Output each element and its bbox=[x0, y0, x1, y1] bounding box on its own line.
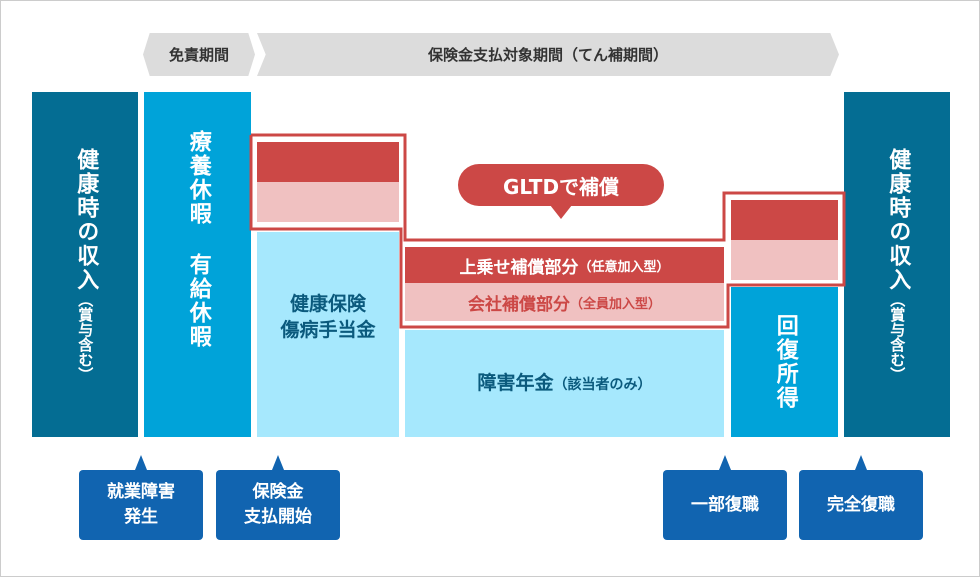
disability-pension-column: 障害年金（該当者のみ） bbox=[405, 330, 724, 437]
payment-period-label: 保険金支払対象期間（てん補期間） bbox=[427, 46, 668, 64]
sickness-allowance-line2: 傷病手当金 bbox=[280, 318, 376, 341]
gltd-company-sub: （全員加入型） bbox=[569, 296, 661, 312]
healthy-income-right-sub: （賞与含む） bbox=[888, 291, 907, 382]
healthy-income-right-column: 健康時の収入（賞与含む） bbox=[844, 92, 950, 437]
healthy-income-right-main: 健康時の収入 bbox=[885, 147, 911, 292]
marker-full-return: 完全復職 bbox=[799, 455, 923, 540]
healthy-income-left-column: 健康時の収入（賞与含む） bbox=[32, 92, 138, 437]
healthy-income-left-text: 健康時の収入（賞与含む） bbox=[72, 148, 98, 382]
recovery-income-label: 回復所得 bbox=[772, 314, 798, 410]
gltd-topup-block-1 bbox=[257, 142, 399, 182]
marker-partial-return: 一部復職 bbox=[663, 455, 787, 540]
marker-payment-start-label: 保険金 支払開始 bbox=[244, 482, 312, 527]
sickness-allowance-line1: 健康保険 bbox=[289, 293, 366, 315]
gltd-topup-sub: （任意加入型） bbox=[578, 259, 670, 275]
exemption-period-label: 免責期間 bbox=[168, 46, 229, 64]
sickness-allowance-column: 健康保険 傷病手当金 bbox=[257, 232, 399, 437]
marker-payment-start: 保険金 支払開始 bbox=[216, 455, 340, 540]
gltd-bubble-label: GLTDで補償 bbox=[502, 174, 620, 199]
gltd-company-main: 会社補償部分 bbox=[467, 294, 570, 315]
healthy-income-right-text: 健康時の収入（賞与含む） bbox=[884, 148, 910, 382]
gltd-outline-path bbox=[249, 133, 846, 329]
disability-pension-main: 障害年金 bbox=[477, 371, 554, 394]
payment-period-banner: 保険金支払対象期間（てん補期間） bbox=[257, 33, 839, 76]
paid-leave-label: 有給休暇 bbox=[185, 253, 211, 349]
gltd-topup-band: 上乗せ補償部分（任意加入型） bbox=[405, 247, 724, 283]
leave-text: 療養休暇 有給休暇 bbox=[184, 130, 211, 349]
marker-full-return-label: 完全復職 bbox=[827, 494, 895, 515]
gltd-topup-main: 上乗せ補償部分 bbox=[459, 257, 579, 278]
healthy-income-left-main: 健康時の収入 bbox=[73, 147, 99, 292]
gltd-company-block-1 bbox=[257, 182, 399, 222]
sickness-allowance-text: 健康保険 傷病手当金 bbox=[280, 292, 375, 343]
leave-column: 療養休暇 有給休暇 bbox=[144, 92, 251, 437]
gltd-company-block-3 bbox=[731, 240, 838, 280]
healthy-income-left-sub: （賞与含む） bbox=[76, 291, 95, 382]
marker-disability-onset: 就業障害 発生 bbox=[79, 455, 203, 540]
marker-partial-return-label: 一部復職 bbox=[691, 494, 759, 515]
medical-leave-label: 療養休暇 bbox=[185, 130, 211, 226]
gltd-topup-block-3 bbox=[731, 200, 838, 240]
exemption-period-banner: 免責期間 bbox=[143, 33, 255, 76]
disability-pension-text: 障害年金（該当者のみ） bbox=[477, 368, 651, 395]
gltd-company-band: 会社補償部分（全員加入型） bbox=[405, 283, 724, 321]
disability-pension-sub: （該当者のみ） bbox=[553, 376, 652, 393]
recovery-income-column: 回復所得 bbox=[731, 287, 838, 437]
marker-disability-onset-label: 就業障害 発生 bbox=[107, 482, 175, 527]
gltd-bubble: GLTDで補償 bbox=[458, 164, 664, 219]
